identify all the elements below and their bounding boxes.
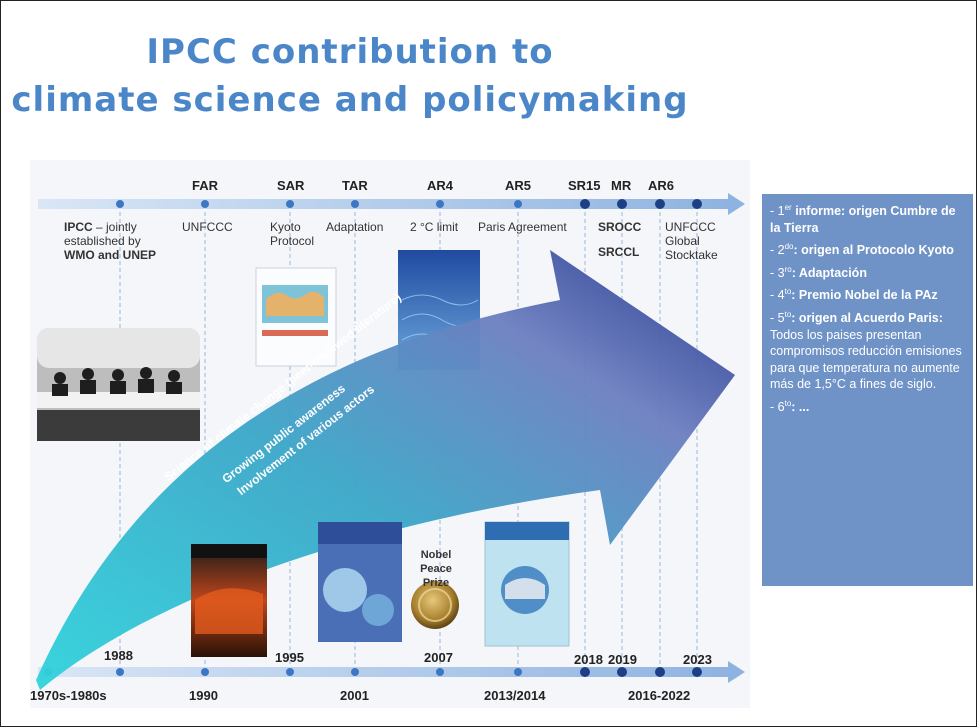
tar-report-cover: [318, 522, 402, 642]
label-nobel: Nobel Peace Prize: [420, 549, 452, 589]
note-1: - 1er informe: origen Cumbre de la Tierr…: [770, 203, 956, 235]
label-kyoto: Kyoto Protocol: [270, 220, 315, 248]
top-timeline-dots: [116, 199, 702, 209]
top-timeline-bar: [38, 199, 728, 209]
note-3: - 3ro: Adaptación: [770, 264, 867, 280]
code-sr15: SR15: [568, 178, 601, 193]
year-1988: 1988: [104, 648, 133, 663]
label-unfccc: UNFCCC: [182, 220, 233, 234]
year-2019: 2019: [608, 652, 637, 667]
code-ar6: AR6: [648, 178, 675, 193]
year-2001: 2001: [340, 688, 369, 703]
slide-title-line2: climate science and policymaking: [11, 80, 689, 120]
label-srocc: SROCC: [598, 220, 642, 234]
label-stocktake: UNFCCC Global Stocktake: [665, 220, 718, 262]
ipcc-meeting-photo: [37, 328, 200, 441]
year-2018: 2018: [574, 652, 603, 667]
code-far: FAR: [192, 178, 218, 193]
far-report-cover: [191, 544, 267, 657]
year-2023: 2023: [683, 652, 712, 667]
year-2013-2014: 2013/2014: [484, 688, 546, 703]
label-2c-limit: 2 °C limit: [410, 220, 459, 234]
ar5-report-cover: [484, 521, 570, 647]
note-5: - 5to: origen al Acuerdo Paris: Todos lo…: [770, 310, 962, 392]
year-2016-2022: 2016-2022: [628, 688, 691, 703]
slide-title-line1: IPCC contribution to: [146, 32, 554, 72]
nobel-medal: [411, 581, 459, 629]
bottom-timeline-arrowhead: [728, 661, 745, 683]
note-2: - 2do: origen al Protocolo Kyoto: [770, 242, 954, 258]
code-ar4: AR4: [427, 178, 454, 193]
label-srccl: SRCCL: [598, 245, 640, 259]
bottom-timeline-bar: [38, 667, 728, 677]
sar-report-cover: [255, 267, 337, 367]
note-6: - 6to: ...: [770, 398, 810, 414]
code-mr: MR: [611, 178, 632, 193]
label-adaptation: Adaptation: [326, 220, 384, 234]
note-4: - 4to: Premio Nobel de la PAz: [770, 287, 938, 303]
year-1995: 1995: [275, 650, 304, 665]
code-tar: TAR: [342, 178, 368, 193]
year-1990: 1990: [189, 688, 218, 703]
top-timeline-arrowhead: [728, 193, 745, 215]
year-1970s-1980s: 1970s-1980s: [30, 688, 107, 703]
code-sar: SAR: [277, 178, 305, 193]
year-2007: 2007: [424, 650, 453, 665]
label-paris: Paris Agreement: [478, 220, 567, 234]
sidebar-notes: - 1er informe: origen Cumbre de la Tierr…: [762, 194, 973, 586]
label-ipcc-established: IPCC – jointly established by WMO and UN…: [64, 220, 156, 262]
code-ar5: AR5: [505, 178, 532, 193]
